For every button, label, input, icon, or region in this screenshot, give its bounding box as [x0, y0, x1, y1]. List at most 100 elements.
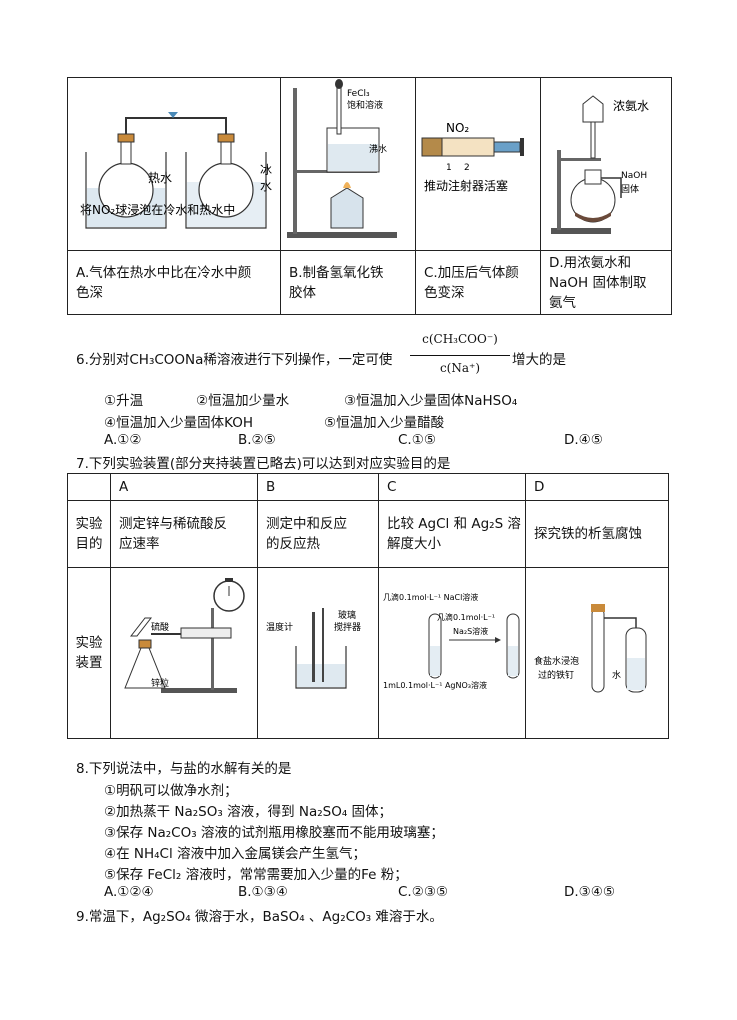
q7-apparatus-a: 硫酸 锌粒 [110, 567, 258, 739]
q5-cell-b-image: FeCl₃ 饱和溶液 沸水 [280, 77, 416, 251]
fecl3-label: FeCl₃ [347, 89, 370, 99]
q5-option-b-line1: B.制备氢氧化铁 [289, 264, 384, 281]
q5-option-c-line2: 色变深 [424, 284, 465, 301]
q7-apparatus-c: 几滴0.1mol·L⁻¹ NaCl溶液 几滴0.1mol·L⁻¹ Na₂S溶液 … [378, 567, 526, 739]
na2s-solution-label: Na₂S溶液 [453, 626, 488, 636]
q7-header-blank [67, 473, 111, 501]
q7-header-b: B [257, 473, 379, 501]
q7-apparatus-label-1: 实验 [75, 635, 103, 651]
q7-purpose-d: 探究铁的析氢腐蚀 [525, 500, 669, 568]
q5-cell-a-image: 热水 冰 水 将NO₂球浸泡在冷水和热水中 [67, 77, 281, 251]
q7-header-a: A [110, 473, 258, 501]
q5-table: 热水 冰 水 将NO₂球浸泡在冷水和热水中 FeCl₃ 饱和溶液 沸水 [67, 77, 672, 315]
q6-fraction-denominator: c(Na⁺) [439, 361, 481, 375]
q8-choice-d[interactable]: D.③④⑤ [564, 884, 615, 900]
q7-row-apparatus-label: 实验 装置 [67, 567, 111, 739]
q7-purpose-c-line2: 解度大小 [387, 536, 441, 552]
q5-option-b-line2: 胶体 [289, 284, 316, 301]
q5-option-a: A.气体在热水中比在冷水中颜 色深 [67, 250, 281, 315]
q8-item-4: ④在 NH₄Cl 溶液中加入金属镁会产生氢气； [104, 846, 367, 862]
q6-choice-d[interactable]: D.④⑤ [564, 432, 603, 448]
q7-header-c: C [378, 473, 526, 501]
q7-apparatus-b: 温度计 玻璃 搅拌器 [257, 567, 379, 739]
naoh-label: NaOH [621, 171, 647, 181]
q6-item-2: ②恒温加少量水 [196, 393, 290, 409]
solid-label: 固体 [621, 183, 639, 195]
q6-choice-b[interactable]: B.②⑤ [238, 432, 276, 448]
q6-stem-end: 增大的是 [512, 352, 566, 368]
q8-item-1: ①明矾可以做净水剂； [104, 783, 238, 799]
q7-purpose-label-2: 目的 [75, 536, 103, 552]
apparatus-d-illustration: 浓氨水 NaOH 固体 [551, 95, 649, 234]
apparatus-7d-illustration: 食盐水浸泡 过的铁钉 水 [534, 604, 647, 693]
apparatus-7b-illustration: 温度计 玻璃 搅拌器 [266, 608, 361, 689]
q9-stem: 9.常温下，Ag₂SO₄ 微溶于水，BaSO₄ 、Ag₂CO₃ 难溶于水。 [76, 909, 443, 925]
q5-option-a-line1: A.气体在热水中比在冷水中颜 [76, 264, 252, 281]
q8-choice-a[interactable]: A.①②④ [104, 884, 154, 900]
q5-cell-c-image: NO₂ 1 2 推动注射器活塞 [415, 77, 541, 251]
mark-2-label: 2 [464, 163, 470, 173]
q5-option-b: B.制备氢氧化铁 胶体 [280, 250, 416, 315]
stirrer-label: 搅拌器 [334, 621, 361, 633]
q7-purpose-b-line2: 的反应热 [266, 536, 320, 552]
zinc-granules-label: 锌粒 [151, 677, 169, 689]
sulfuric-acid-label: 硫酸 [151, 621, 169, 633]
q6-item-5: ⑤恒温加入少量醋酸 [324, 415, 445, 431]
q7-purpose-c-line1: 比较 AgCl 和 Ag₂S 溶 [387, 516, 521, 532]
q5-option-d-line3: 氨气 [549, 294, 576, 311]
iron-nail-label: 过的铁钉 [538, 669, 574, 681]
apparatus-a-illustration: 热水 冰 水 将NO₂球浸泡在冷水和热水中 [80, 112, 272, 229]
glass-label: 玻璃 [338, 609, 356, 621]
q6-stem: 6.分别对CH₃COONa稀溶液进行下列操作，一定可使 [76, 352, 393, 368]
mark-1-label: 1 [446, 163, 452, 173]
conc-ammonia-label: 浓氨水 [613, 99, 649, 113]
q7-purpose-label-1: 实验 [75, 516, 103, 532]
q6-fraction-numerator: c(CH₃COO⁻) [422, 332, 498, 346]
agno3-label: 1mL0.1mol·L⁻¹ AgNO₃溶液 [383, 680, 487, 690]
q5-option-d-line2: NaOH 固体制取 [549, 274, 647, 291]
q6-fraction-bar [410, 355, 510, 356]
hot-water-label: 热水 [148, 171, 172, 185]
q7-purpose-a-line2: 应速率 [119, 536, 160, 552]
ice-label: 冰 [260, 163, 272, 177]
q7-row-purpose-label: 实验 目的 [67, 500, 111, 568]
apparatus-7a-illustration: 硫酸 锌粒 [124, 578, 245, 693]
na2s-drops-label: 几滴0.1mol·L⁻¹ [437, 612, 495, 622]
q7-purpose-b: 测定中和反应 的反应热 [257, 500, 379, 568]
water-label-7d: 水 [612, 669, 621, 681]
q6-choice-a[interactable]: A.①② [104, 432, 142, 448]
q5-option-d: D.用浓氨水和 NaOH 固体制取 氨气 [540, 250, 672, 315]
q7-purpose-a-line1: 测定锌与稀硫酸反 [119, 516, 227, 532]
apparatus-7c-illustration: 几滴0.1mol·L⁻¹ NaCl溶液 几滴0.1mol·L⁻¹ Na₂S溶液 … [383, 592, 520, 690]
q6-item-1: ①升温 [104, 393, 144, 409]
q7-purpose-b-line1: 测定中和反应 [266, 516, 347, 532]
apparatus-a-caption: 将NO₂球浸泡在冷水和热水中 [80, 202, 235, 217]
q7-header-d: D [525, 473, 669, 501]
no2-label: NO₂ [446, 121, 469, 135]
q8-item-3: ③保存 Na₂CO₃ 溶液的试剂瓶用橡胶塞而不能用玻璃塞； [104, 825, 444, 841]
q5-option-c: C.加压后气体颜 色变深 [415, 250, 541, 315]
q7-purpose-a: 测定锌与稀硫酸反 应速率 [110, 500, 258, 568]
boiling-water-label: 沸水 [369, 143, 387, 155]
q8-choice-b[interactable]: B.①③④ [238, 884, 288, 900]
q7-apparatus-d: 食盐水浸泡 过的铁钉 水 [525, 567, 669, 739]
q8-choice-c[interactable]: C.②③⑤ [398, 884, 449, 900]
salt-water-label: 食盐水浸泡 [534, 655, 579, 667]
q5-option-c-line1: C.加压后气体颜 [424, 264, 519, 281]
saturated-solution-label: 饱和溶液 [347, 99, 383, 111]
q8-stem: 8.下列说法中，与盐的水解有关的是 [76, 761, 292, 777]
q7-purpose-d-line: 探究铁的析氢腐蚀 [534, 526, 642, 542]
water-label: 水 [260, 179, 272, 193]
q8-item-5: ⑤保存 FeCl₂ 溶液时，常常需要加入少量的Fe 粉； [104, 867, 408, 883]
q7-stem: 7.下列实验装置(部分夹持装置已略去)可以达到对应实验目的是 [76, 456, 451, 472]
q5-cell-d-image: 浓氨水 NaOH 固体 [540, 77, 672, 251]
q5-option-a-line2: 色深 [76, 284, 103, 301]
q6-item-4: ④恒温加入少量固体KOH [104, 415, 253, 431]
q8-item-2: ②加热蒸干 Na₂SO₃ 溶液，得到 Na₂SO₄ 固体； [104, 804, 393, 820]
nacl-drops-label: 几滴0.1mol·L⁻¹ NaCl溶液 [383, 592, 478, 602]
apparatus-c-illustration: NO₂ 1 2 推动注射器活塞 [421, 121, 524, 193]
q5-option-d-line1: D.用浓氨水和 [549, 254, 632, 271]
q7-table: A B C D 实验 目的 测定锌与稀硫酸反 应速率 测定中和反应 的反应热 比… [67, 473, 669, 739]
q6-choice-c[interactable]: C.①⑤ [398, 432, 436, 448]
apparatus-b-illustration: FeCl₃ 饱和溶液 沸水 [287, 79, 397, 238]
